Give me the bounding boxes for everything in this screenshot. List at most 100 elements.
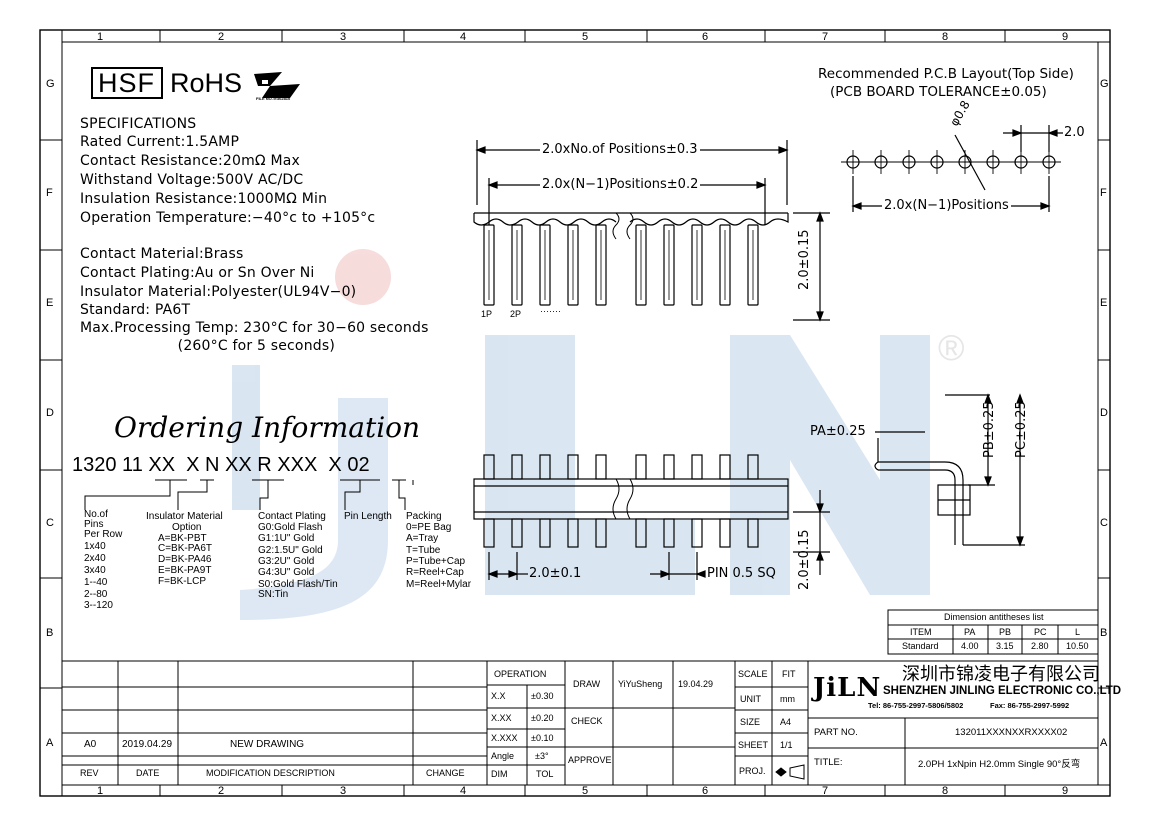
option-line: M=Reel+Mylar bbox=[406, 579, 472, 590]
dim-table-title: Dimension antitheses list bbox=[944, 612, 1044, 622]
dim-pitch: 2.0±0.1 bbox=[529, 566, 582, 581]
col-label-bottom: 3 bbox=[340, 785, 347, 797]
row-label-left: D bbox=[46, 407, 54, 419]
tol-dim: X.XX bbox=[491, 713, 512, 723]
rev-date: 2019.04.29 bbox=[122, 739, 173, 750]
option-line: G4:3U" Gold bbox=[258, 567, 315, 578]
dim-table-header: L bbox=[1075, 627, 1081, 637]
option-head: Pin Length bbox=[344, 511, 392, 522]
dim-table-cell: Standard bbox=[902, 641, 939, 651]
col-label-top: 8 bbox=[942, 31, 949, 43]
dim-pb: PB±0.25 bbox=[982, 401, 997, 458]
option-line: T=Tube bbox=[406, 545, 441, 556]
hsf-logo: HSF bbox=[98, 68, 155, 98]
header-side-view bbox=[473, 454, 830, 580]
drawer-name: YiYuSheng bbox=[618, 679, 663, 689]
option-line: 3--120 bbox=[84, 600, 113, 611]
unit-label: UNIT bbox=[740, 694, 761, 704]
ul-file-no: FILE NO.:E362810 bbox=[256, 96, 291, 101]
draw-date: 19.04.29 bbox=[678, 679, 714, 689]
pcb-pitch: 2.0 bbox=[1064, 125, 1085, 140]
title-block-grid bbox=[62, 660, 1098, 785]
tol-value: ±0.20 bbox=[531, 713, 554, 723]
row-label-right: G bbox=[1100, 78, 1109, 90]
row-label-left: G bbox=[46, 78, 55, 90]
option-line: G1:1U" Gold bbox=[258, 533, 315, 544]
spec-line: Contact Material:Brass bbox=[80, 246, 244, 262]
proj-label: PROJ. bbox=[739, 766, 766, 776]
row-label-left: C bbox=[46, 517, 54, 529]
spec-line: Standard: PA6T bbox=[80, 302, 191, 318]
dim-pitch-span: 2.0x(N−1)Positions±0.2 bbox=[540, 177, 701, 192]
tol-dim: X.XXX bbox=[491, 733, 518, 743]
dim-table-header: PC bbox=[1034, 627, 1047, 637]
option-line: 1x40 bbox=[84, 541, 106, 552]
row-label-right: C bbox=[1100, 517, 1108, 529]
row-label-left: A bbox=[46, 737, 54, 749]
dim-pin-square: PIN 0.5 SQ bbox=[707, 566, 776, 581]
ordering-code: 1320 11 XX X N XX R XXX X 02 bbox=[72, 454, 370, 476]
dimension-table-grid bbox=[887, 609, 1099, 655]
option-line: 1--40 bbox=[84, 577, 108, 588]
rev-header: REV bbox=[80, 768, 99, 778]
rohs-logo: RoHS bbox=[170, 68, 243, 98]
pcb-span: 2.0x(N−1)Positions bbox=[882, 198, 1011, 213]
tol-dim-header: DIM bbox=[491, 769, 508, 779]
spec-line: Contact Plating:Au or Sn Over Ni bbox=[80, 265, 315, 281]
col-label-top: 9 bbox=[1062, 31, 1069, 43]
dim-pa: PA±0.25 bbox=[810, 424, 866, 439]
col-label-top: 7 bbox=[822, 31, 829, 43]
pcb-title: Recommended P.C.B Layout(Top Side) bbox=[818, 66, 1074, 82]
pin-label-2p: 2P bbox=[510, 309, 522, 319]
dim-table-cell: 10.50 bbox=[1066, 641, 1089, 651]
company-name-en: SHENZHEN JINLING ELECTRONIC CO.,LTD bbox=[883, 685, 1122, 697]
spec-line: Insulation Resistance:1000MΩ Min bbox=[80, 191, 328, 207]
dim-table-cell: 3.15 bbox=[996, 641, 1014, 651]
option-line: D=BK-PA46 bbox=[158, 554, 212, 565]
col-label-bottom: 9 bbox=[1062, 785, 1069, 797]
spec-line: Withstand Voltage:500V AC/DC bbox=[80, 172, 304, 188]
header-front-view bbox=[473, 140, 830, 322]
pin-dots: ······· bbox=[540, 306, 561, 316]
ordering-leaders bbox=[84, 479, 414, 510]
dim-table-cell: 2.80 bbox=[1031, 641, 1049, 651]
modification-header: MODIFICATION DESCRIPTION bbox=[206, 768, 335, 778]
option-line: R=Reel+Cap bbox=[406, 567, 464, 578]
tol-heading: OPERATION bbox=[494, 669, 547, 679]
draw-label: DRAW bbox=[573, 679, 601, 689]
tol-dim: X.X bbox=[491, 691, 506, 701]
tol-value: ±3° bbox=[535, 751, 549, 761]
option-line: G2:1.5U" Gold bbox=[258, 545, 323, 556]
dim-table-cell: 4.00 bbox=[961, 641, 979, 651]
dim-table-header: PA bbox=[964, 627, 976, 637]
tol-value: ±0.10 bbox=[531, 733, 554, 743]
option-head: Insulator Material bbox=[146, 511, 223, 522]
dim-height-bottom: 2.0±0.15 bbox=[797, 529, 812, 590]
spec-line: Rated Current:1.5AMP bbox=[80, 134, 240, 150]
company-fax: Fax: 86-755-2997-5992 bbox=[990, 701, 1070, 710]
dim-table-header: ITEM bbox=[910, 627, 932, 637]
dim-pc: PC±0.25 bbox=[1014, 401, 1029, 458]
right-angle-profile bbox=[874, 393, 1025, 547]
option-line: 2--80 bbox=[84, 589, 108, 600]
col-label-bottom: 7 bbox=[822, 785, 829, 797]
col-label-top: 4 bbox=[460, 31, 467, 43]
option-line: C=BK-PA6T bbox=[158, 543, 212, 554]
row-label-left: B bbox=[46, 627, 54, 639]
scale-value: FIT bbox=[782, 669, 796, 679]
row-label-left: F bbox=[46, 187, 53, 199]
option-line: P=Tube+Cap bbox=[406, 556, 466, 567]
tol-value: ±0.30 bbox=[531, 691, 554, 701]
pin-label-1p: 1P bbox=[481, 309, 493, 319]
col-label-top: 6 bbox=[702, 31, 709, 43]
part-no-value: 132011XXXNXXRXXXX02 bbox=[955, 727, 1068, 738]
size-value: A4 bbox=[780, 717, 792, 727]
option-line: Pins bbox=[84, 519, 104, 530]
col-label-bottom: 5 bbox=[582, 785, 589, 797]
ordering-title: Ordering Information bbox=[114, 411, 421, 444]
option-head: Contact Plating bbox=[258, 511, 326, 522]
col-label-bottom: 2 bbox=[218, 785, 225, 797]
option-head: No.of bbox=[84, 509, 108, 520]
tol-tol-header: TOL bbox=[536, 769, 554, 779]
